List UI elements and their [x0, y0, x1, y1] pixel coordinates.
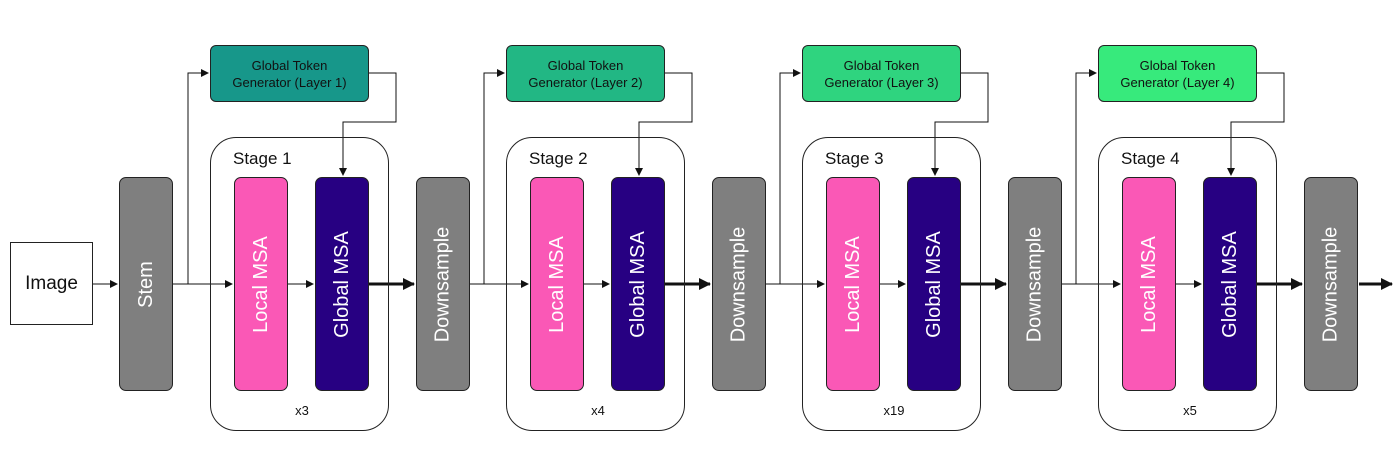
stage-1-gtg-line2: Generator (Layer 1)	[232, 74, 347, 90]
arrow-branch-to-gtg-4	[1075, 69, 1097, 284]
stage-1-local-msa-label: Local MSA	[249, 235, 272, 333]
stage-3-gtg-line1: Global Token	[843, 57, 920, 73]
stage-4-global-msa-block: Global MSA	[1203, 177, 1257, 391]
stage-4-local-msa-block: Local MSA	[1122, 177, 1176, 391]
arrow-gtg-to-global-msa-3	[931, 72, 989, 176]
stage-1-global-msa-block: Global MSA	[315, 177, 369, 391]
downsample-4-block: Downsample	[1304, 177, 1358, 391]
stage-1-local-msa-block: Local MSA	[234, 177, 288, 391]
stem-block: Stem	[119, 177, 173, 391]
stage-3-container	[802, 137, 981, 431]
downsample-2-block: Downsample	[712, 177, 766, 391]
stage-1-global-msa-label: Global MSA	[330, 230, 353, 338]
stage-4-local-msa-label: Local MSA	[1137, 235, 1160, 333]
downsample-1-block: Downsample	[416, 177, 470, 391]
arrow-gtg-to-global-msa-4	[1227, 72, 1285, 176]
stage-2-local-msa-label: Local MSA	[545, 235, 568, 333]
arrow-branch-to-gtg-2	[483, 69, 505, 284]
stage-4-title: Stage 4	[1121, 149, 1180, 168]
downsample-3-block: Downsample	[1008, 177, 1062, 391]
input-image-label: Image	[25, 272, 78, 294]
stage-3-repeat-count: x19	[883, 403, 905, 418]
stage-2-container	[506, 137, 685, 431]
stage-2-repeat-count: x4	[591, 403, 605, 418]
stage-1-container	[210, 137, 389, 431]
arrow-gtg-to-global-msa-2	[635, 72, 693, 176]
downsample-4-label: Downsample	[1319, 226, 1342, 342]
stage-4-global-msa-label: Global MSA	[1218, 230, 1241, 338]
downsample-3-label: Downsample	[1023, 226, 1046, 342]
stage-4-gtg-line1: Global Token	[1139, 57, 1216, 73]
stage-3-local-msa-label: Local MSA	[841, 235, 864, 333]
stem-label: Stem	[134, 260, 157, 308]
downsample-1-label: Downsample	[431, 226, 454, 342]
stage-2-title: Stage 2	[529, 149, 588, 168]
arrow-gtg-to-global-msa-1	[339, 72, 397, 176]
arrow-branch-to-gtg-1	[187, 69, 209, 284]
stage-4-gtg-line2: Generator (Layer 4)	[1120, 74, 1235, 90]
stage-2-gtg-line1: Global Token	[547, 57, 624, 73]
stage-4-container	[1098, 137, 1277, 431]
input-image-box: Image	[10, 242, 93, 325]
stage-3-global-msa-block: Global MSA	[907, 177, 961, 391]
stage-3-global-msa-label: Global MSA	[922, 230, 945, 338]
stage-2-global-msa-block: Global MSA	[611, 177, 665, 391]
downsample-2-label: Downsample	[727, 226, 750, 342]
arrow-branch-to-gtg-3	[779, 69, 801, 284]
stage-2-gtg-line2: Generator (Layer 2)	[528, 74, 643, 90]
stage-2-global-msa-label: Global MSA	[626, 230, 649, 338]
stage-3-gtg-line2: Generator (Layer 3)	[824, 74, 939, 90]
stage-4-repeat-count: x5	[1183, 403, 1197, 418]
stage-3-local-msa-block: Local MSA	[826, 177, 880, 391]
stage-2-local-msa-block: Local MSA	[530, 177, 584, 391]
stage-1-repeat-count: x3	[295, 403, 309, 418]
stage-1-gtg-line1: Global Token	[251, 57, 328, 73]
stage-1-title: Stage 1	[233, 149, 292, 168]
stage-3-title: Stage 3	[825, 149, 884, 168]
